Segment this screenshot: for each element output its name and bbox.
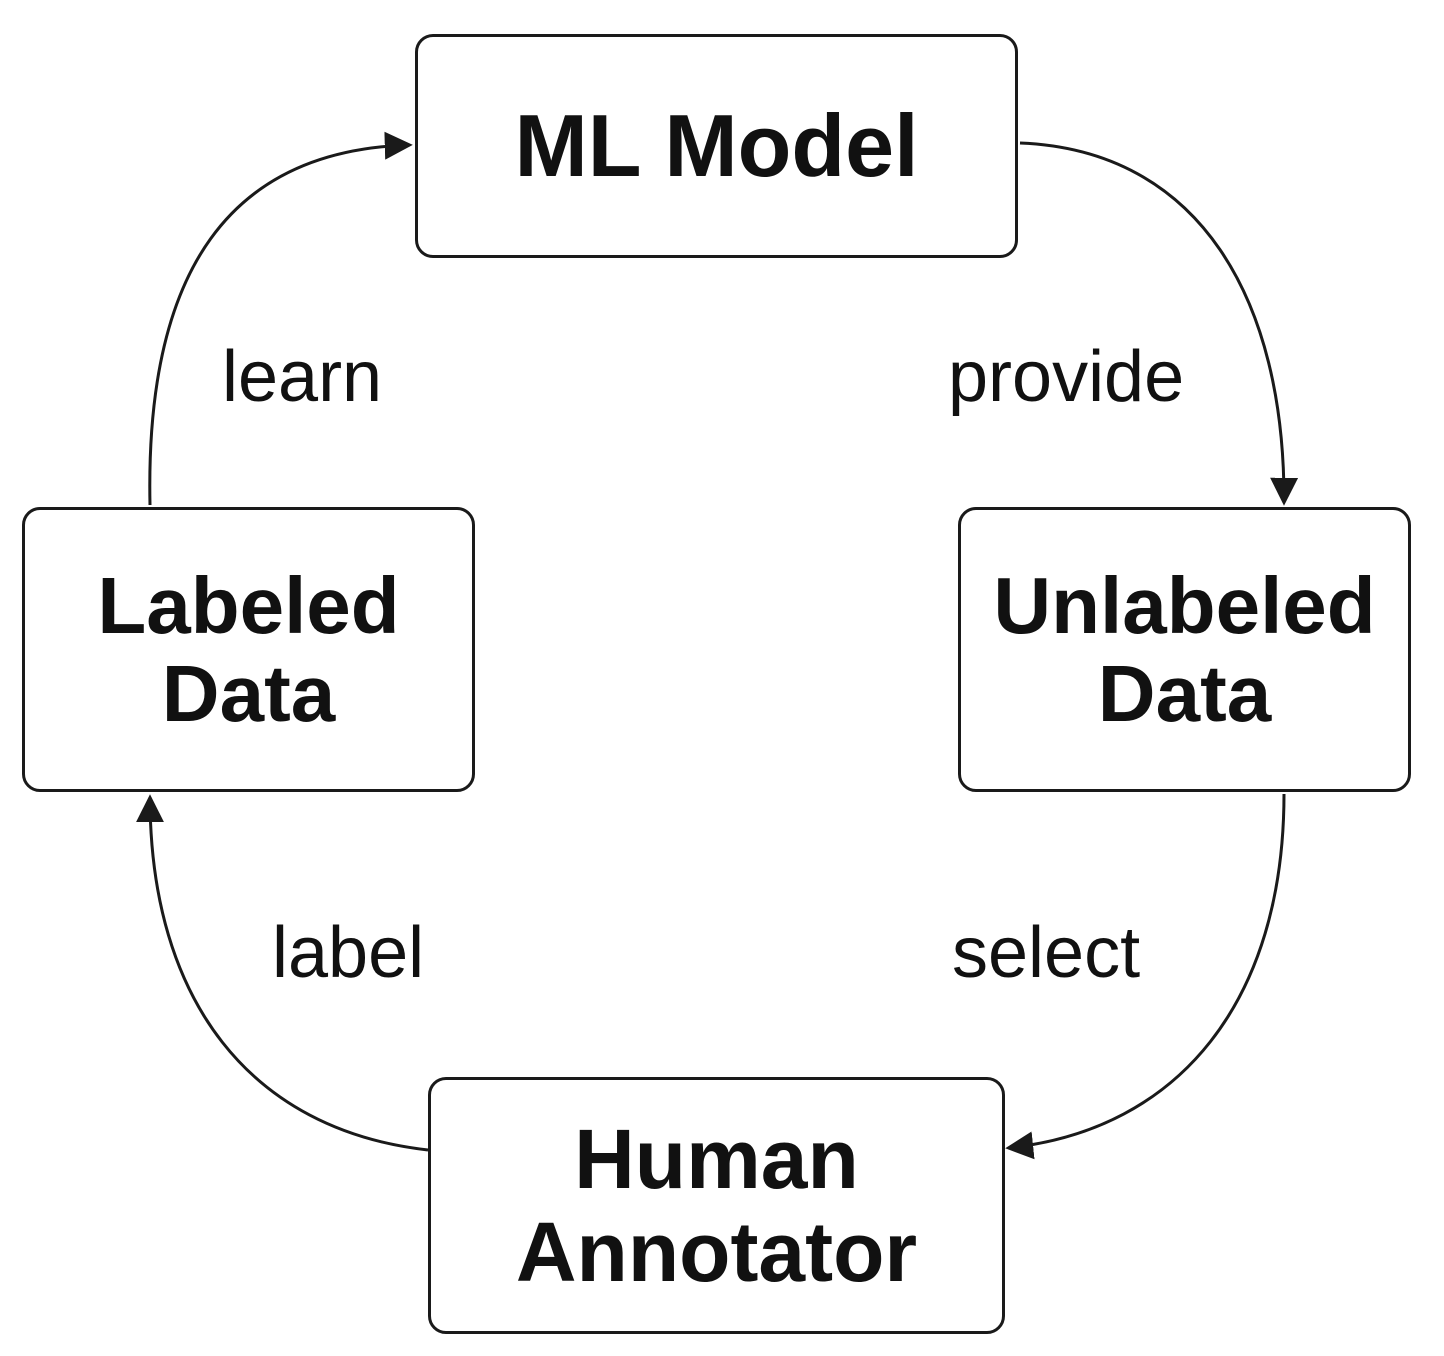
ml-model-node: ML Model [415,34,1018,258]
human-annotator-label-line-2: Annotator [515,1204,918,1299]
unlabeled-data-label-line-2: Data [1097,648,1272,738]
edge-provide-arrow [1019,141,1299,506]
edge-label-learn: learn [222,337,383,417]
edge-label-provide: provide [948,337,1185,417]
human-annotator-label-line-1: Human [574,1112,859,1207]
labeled-data-node: Labeled Data [22,507,475,792]
edge-label-select: select [952,913,1141,993]
unlabeled-data-label-line-1: Unlabeled [993,560,1376,650]
labeled-data-label-line-2: Data [161,648,336,738]
human-annotator-node: Human Annotator [428,1077,1005,1334]
ml-model-label: ML Model [514,95,919,195]
edge-label-arrow [136,794,429,1152]
edge-label-label: label [272,913,425,993]
unlabeled-data-node: Unlabeled Data [958,507,1411,792]
labeled-data-label-line-1: Labeled [97,560,400,650]
edge-select-arrow [1005,793,1286,1160]
edge-learn-arrow [148,131,413,506]
